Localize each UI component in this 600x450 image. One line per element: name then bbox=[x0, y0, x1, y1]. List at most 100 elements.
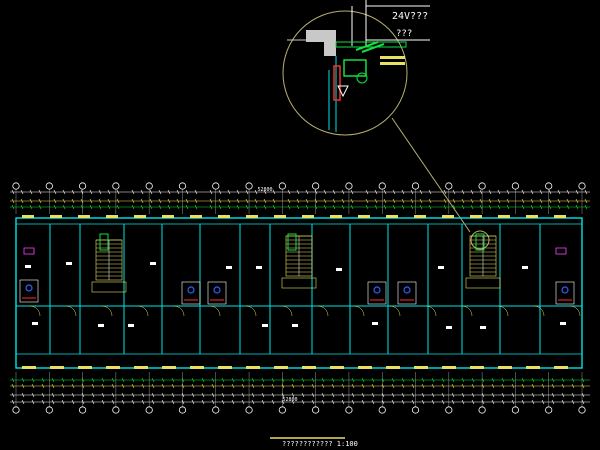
dimension-tick bbox=[185, 204, 189, 210]
callout-socket bbox=[343, 59, 367, 77]
dimension-tick bbox=[263, 204, 267, 210]
dimension-tick bbox=[341, 377, 345, 383]
dimension-tick bbox=[51, 383, 55, 389]
door-swing bbox=[245, 305, 257, 317]
dimension-tick bbox=[392, 189, 396, 195]
window-top bbox=[134, 215, 146, 218]
callout-green-hatch-2 bbox=[361, 43, 385, 53]
dimension-tick bbox=[281, 383, 285, 389]
room-tag bbox=[98, 324, 104, 327]
axis-bubbles-top bbox=[12, 182, 586, 214]
dimension-tick bbox=[497, 198, 501, 204]
dimension-tick bbox=[71, 189, 75, 195]
dimension-tick bbox=[272, 198, 276, 204]
window bbox=[330, 366, 344, 369]
room-tag bbox=[66, 262, 72, 265]
dimension-tick bbox=[481, 383, 485, 389]
dimension-tick bbox=[101, 377, 105, 383]
dimension-tick bbox=[431, 377, 435, 383]
dimension-tick bbox=[411, 399, 415, 405]
door-swing bbox=[209, 305, 221, 317]
dimension-tick bbox=[116, 189, 120, 195]
dimension-tick bbox=[231, 377, 235, 383]
dimension-tick bbox=[291, 377, 295, 383]
dimension-tick bbox=[539, 189, 543, 195]
dimension-tick bbox=[194, 198, 198, 204]
dimension-tick bbox=[20, 189, 24, 195]
dimension-tick bbox=[291, 399, 295, 405]
dimension-tick bbox=[341, 392, 345, 398]
dimension-tick bbox=[241, 377, 245, 383]
dimension-tick bbox=[116, 204, 120, 210]
dimension-tick bbox=[471, 383, 475, 389]
toilet-symbol bbox=[403, 286, 411, 294]
callout-text-1: 24V??? bbox=[392, 11, 428, 22]
dimension-tick bbox=[101, 399, 105, 405]
dimension-tick bbox=[131, 198, 135, 204]
dimension-tick bbox=[263, 198, 267, 204]
dimension-tick bbox=[11, 399, 15, 405]
dimension-tick bbox=[371, 399, 375, 405]
dimension-tick bbox=[41, 392, 45, 398]
dimension-tick bbox=[361, 383, 365, 389]
dimension-tick bbox=[194, 204, 198, 210]
dimension-tick bbox=[581, 383, 585, 389]
dimension-tick bbox=[211, 392, 215, 398]
dimension-tick bbox=[451, 377, 455, 383]
room-tag bbox=[372, 322, 378, 325]
room-tag bbox=[25, 265, 31, 268]
dimension-tick bbox=[410, 198, 414, 204]
room-tag bbox=[262, 324, 268, 327]
dimension-tick bbox=[111, 399, 115, 405]
dimension-tick bbox=[38, 198, 42, 204]
window-top bbox=[190, 215, 202, 218]
window bbox=[50, 366, 64, 369]
room-tag bbox=[32, 322, 38, 325]
dimension-tick bbox=[371, 392, 375, 398]
dimension-tick bbox=[561, 399, 565, 405]
dimension-tick bbox=[323, 189, 327, 195]
stair-landing bbox=[465, 277, 501, 289]
stair-landing bbox=[281, 277, 317, 289]
dimension-tick bbox=[80, 204, 84, 210]
dimension-tick bbox=[314, 198, 318, 204]
dimension-tick bbox=[107, 189, 111, 195]
dimension-tick bbox=[81, 383, 85, 389]
window-top bbox=[246, 215, 258, 218]
dimension-tick bbox=[211, 383, 215, 389]
room-tag bbox=[438, 266, 444, 269]
dimension-tick bbox=[401, 189, 405, 195]
dimension-tick bbox=[181, 399, 185, 405]
dimension-tick bbox=[381, 399, 385, 405]
dimension-tick bbox=[121, 392, 125, 398]
dimension-tick bbox=[221, 377, 225, 383]
callout-yellow-bar bbox=[380, 56, 405, 59]
toilet-symbol bbox=[373, 286, 381, 294]
dimension-tick bbox=[521, 204, 525, 210]
room-tag bbox=[226, 266, 232, 269]
dimension-tick bbox=[301, 383, 305, 389]
dimension-tick bbox=[151, 383, 155, 389]
dimension-tick bbox=[211, 377, 215, 383]
dimension-tick bbox=[161, 383, 165, 389]
dimension-tick bbox=[374, 204, 378, 210]
dimension-tick bbox=[209, 189, 213, 195]
dimension-tick bbox=[301, 377, 305, 383]
dimension-tick bbox=[383, 204, 387, 210]
dimension-tick bbox=[365, 198, 369, 204]
bathroom-fixture bbox=[555, 281, 575, 305]
dimension-tick bbox=[80, 198, 84, 204]
dimension-tick bbox=[443, 204, 447, 210]
dimension-tick bbox=[331, 392, 335, 398]
dimension-tick bbox=[419, 189, 423, 195]
dimension-tick bbox=[392, 204, 396, 210]
toilet-symbol bbox=[25, 284, 33, 292]
bathroom-fixture bbox=[367, 281, 387, 305]
dimension-tick bbox=[451, 383, 455, 389]
window-top bbox=[498, 215, 510, 218]
dimension-tick bbox=[111, 383, 115, 389]
dimension-tick bbox=[176, 198, 180, 204]
dimension-tick bbox=[171, 377, 175, 383]
dimension-tick bbox=[557, 198, 561, 204]
